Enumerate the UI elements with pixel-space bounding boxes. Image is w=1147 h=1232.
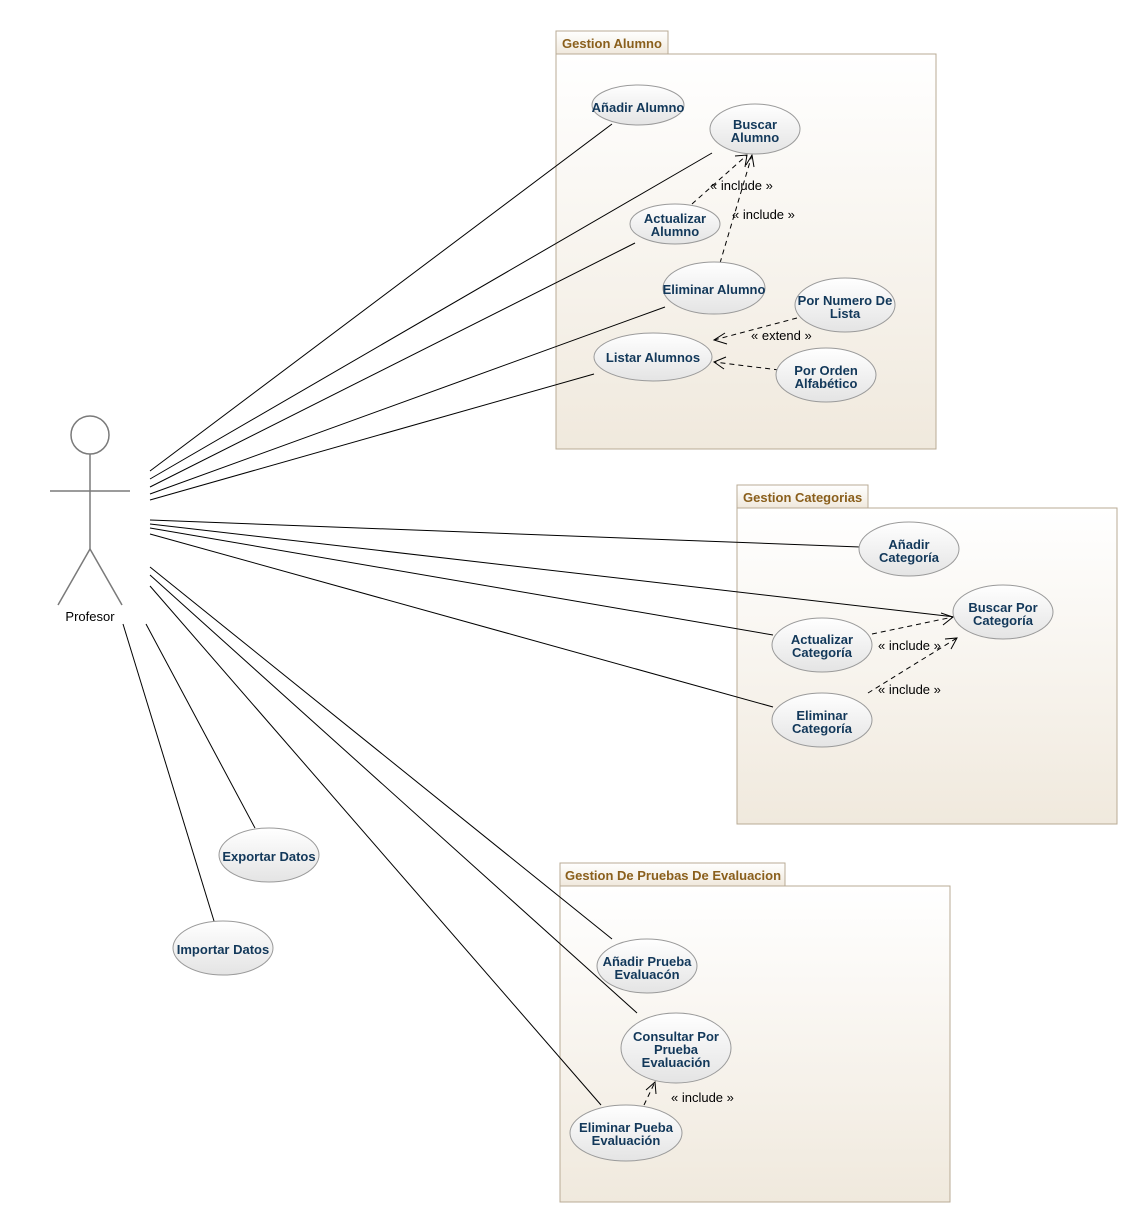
use-case-label: Añadir Alumno (592, 100, 685, 115)
use-case-label: Eliminar Alumno (663, 282, 766, 297)
use-case-anadir-prueba-evaluacion[interactable]: Añadir Prueba Evaluacón (596, 938, 698, 994)
use-case-label: Eliminar Pueba (579, 1120, 674, 1135)
use-case-label: Alumno (651, 224, 699, 239)
use-case-label: Alumno (731, 130, 779, 145)
actor-label: Profesor (65, 609, 115, 624)
use-case-label: Prueba (654, 1042, 699, 1057)
include-arrowhead (734, 154, 748, 168)
use-case-label: Evaluación (642, 1055, 711, 1070)
use-case-label: Listar Alumnos (606, 350, 700, 365)
use-case-label: Por Orden (794, 363, 858, 378)
association-eliminar-categoria (149, 533, 774, 708)
use-case-consultar-por-prueba-evaluacion[interactable]: Consultar Por Prueba Evaluación (620, 1012, 732, 1084)
association-exportar-datos (145, 623, 256, 829)
use-case-label: Alfabético (795, 376, 858, 391)
include-label: « include » (878, 682, 941, 697)
association-anadir-alumno (149, 123, 613, 472)
use-case-label: Actualizar (791, 632, 853, 647)
include-eliminar-to-buscar-alumno (719, 154, 753, 264)
association-actualizar-alumno (149, 242, 636, 488)
package-title-gestion-pruebas: Gestion De Pruebas De Evaluacion (565, 868, 781, 883)
use-case-label: Categoría (792, 645, 853, 660)
use-case-label: Evaluación (592, 1133, 661, 1148)
use-case-label: Categoría (792, 721, 853, 736)
use-case-por-orden-alfabetico[interactable]: Por Orden Alfabético (775, 347, 877, 403)
use-case-anadir-categoria[interactable]: Añadir Categoría (858, 521, 960, 577)
use-case-label: Consultar Por (633, 1029, 719, 1044)
use-case-label: Importar Datos (177, 942, 269, 957)
actor-head (70, 415, 110, 455)
association-anadir-categoria (149, 519, 861, 548)
use-case-label: Categoría (973, 613, 1034, 628)
use-case-label: Buscar (733, 117, 777, 132)
use-case-label: Buscar Por (968, 600, 1037, 615)
include-label: « include » (732, 207, 795, 222)
actor-profesor[interactable] (50, 415, 130, 606)
association-eliminar-alumno (149, 306, 666, 495)
include-arrowhead (745, 153, 755, 168)
relation-labels: « include » « include » « extend » « inc… (671, 178, 941, 1105)
use-case-buscar-por-categoria[interactable]: Buscar Por Categoría (952, 584, 1054, 640)
actor-left-leg (57, 548, 91, 606)
association-buscar-alumno (149, 152, 713, 480)
use-case-label: Categoría (879, 550, 940, 565)
include-arrowhead (645, 1080, 657, 1095)
use-case-actualizar-alumno[interactable]: Actualizar Alumno (629, 203, 721, 245)
association-buscar-por-categoria (149, 523, 956, 618)
include-label: « include » (710, 178, 773, 193)
actor-right-leg (89, 548, 123, 606)
package-title-gestion-categorias: Gestion Categorias (743, 490, 862, 505)
associations (122, 123, 956, 1106)
use-case-por-numero-de-lista[interactable]: Por Numero De Lista (794, 277, 896, 333)
use-case-buscar-alumno[interactable]: Buscar Alumno (709, 103, 801, 155)
association-anadir-prueba (149, 566, 613, 940)
use-case-eliminar-categoria[interactable]: Eliminar Categoría (771, 692, 873, 748)
use-case-label: Por Numero De (798, 293, 893, 308)
use-case-eliminar-alumno[interactable]: Eliminar Alumno (662, 261, 766, 315)
association-eliminar-prueba (149, 585, 602, 1106)
association-listar-alumnos (149, 373, 595, 501)
use-case-listar-alumnos[interactable]: Listar Alumnos (593, 332, 713, 382)
include-label: « include » (671, 1090, 734, 1105)
use-case-eliminar-prueba-evaluacion[interactable]: Eliminar Pueba Evaluación (569, 1104, 683, 1162)
package-title-gestion-alumno: Gestion Alumno (562, 36, 662, 51)
use-case-exportar-datos[interactable]: Exportar Datos (218, 827, 320, 883)
use-case-label: Lista (830, 306, 861, 321)
use-case-label: Añadir Prueba (603, 954, 693, 969)
association-importar-datos (122, 623, 215, 922)
use-case-label: Eliminar (796, 708, 847, 723)
include-eliminar-to-consultar-prueba (643, 1081, 656, 1106)
use-case-label: Actualizar (644, 211, 706, 226)
include-arrowhead (944, 637, 958, 650)
use-case-label: Evaluacón (614, 967, 679, 982)
association-actualizar-categoria (149, 527, 774, 636)
use-case-importar-datos[interactable]: Importar Datos (172, 920, 274, 976)
extend-arrowhead (712, 356, 727, 370)
use-case-anadir-alumno[interactable]: Añadir Alumno (591, 84, 685, 126)
include-actualizar-to-buscar-alumno (691, 154, 748, 205)
extend-por-orden-to-listar (713, 361, 780, 371)
extend-arrowhead (712, 332, 728, 345)
include-arrowhead (940, 612, 955, 626)
include-actualizar-to-buscar-categoria (871, 616, 954, 635)
use-case-label: Exportar Datos (222, 849, 315, 864)
use-case-label: Añadir (888, 537, 929, 552)
dependencies (643, 153, 958, 1106)
extend-label: « extend » (751, 328, 812, 343)
use-case-actualizar-categoria[interactable]: Actualizar Categoría (771, 617, 873, 673)
include-label: « include » (878, 638, 941, 653)
association-consultar-prueba (149, 574, 638, 1014)
